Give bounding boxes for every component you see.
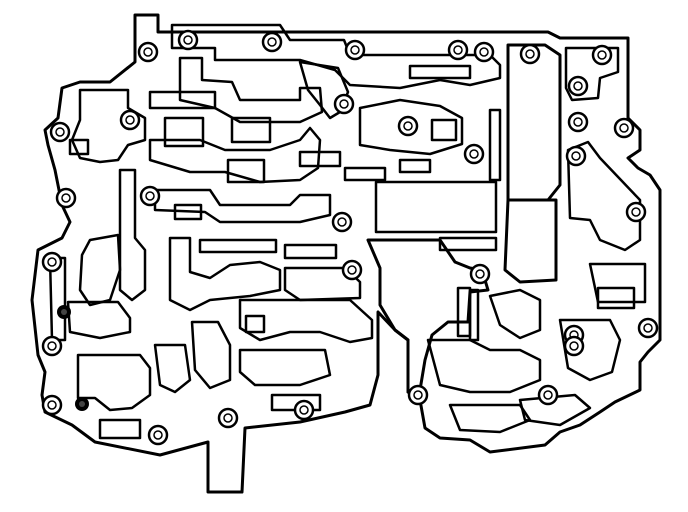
lower-left-channel-2 [98, 418, 142, 440]
window-13 [343, 166, 387, 182]
bolt-hole [613, 117, 635, 139]
bolt-hole [177, 29, 199, 51]
center-channel-3 [283, 243, 338, 260]
bolt-hole [591, 44, 613, 66]
center-channel-5 [238, 298, 374, 344]
bolt-hole [567, 111, 589, 133]
bolt-hole [463, 143, 485, 165]
lower-left-channel-3 [153, 343, 192, 394]
lower-left-channel-1 [76, 353, 152, 412]
bolt-hole [41, 251, 63, 273]
center-channel-1 [168, 236, 282, 312]
bolt-hole [217, 407, 239, 429]
center-channel-7 [238, 348, 332, 387]
window-10 [430, 118, 458, 142]
window-12 [298, 150, 342, 168]
lower-right-channel-2 [448, 403, 532, 434]
window-3 [226, 158, 266, 184]
right-passage-d [488, 288, 542, 340]
left-channel-5 [153, 188, 332, 224]
gasket-outline [30, 13, 662, 494]
upper-channel-2 [178, 56, 324, 124]
bolt-hole [119, 109, 141, 131]
right-passage-a [564, 46, 620, 102]
check-ball-layer [57, 305, 89, 411]
upper-channel-4 [408, 64, 472, 80]
bolt-hole [41, 335, 63, 357]
check-ball [75, 397, 89, 411]
lower-right-channel-1 [426, 338, 542, 394]
upper-channel-6 [488, 108, 502, 182]
bolt-hole [139, 185, 161, 207]
bolt-hole [567, 75, 589, 97]
center-cavity [366, 238, 490, 394]
bolt-hole [41, 394, 63, 416]
bolt-hole [637, 317, 659, 339]
left-channel-1 [70, 88, 147, 164]
window-6 [173, 203, 203, 221]
bolt-hole [55, 187, 77, 209]
left-channel-3 [118, 168, 147, 302]
center-channel-6 [190, 320, 232, 390]
bolt-hole [293, 399, 315, 421]
window-1 [163, 116, 205, 148]
bolt-hole [537, 384, 559, 406]
bolt-hole [333, 93, 355, 115]
window-5 [438, 236, 498, 252]
bolt-hole [341, 259, 363, 281]
left-channel-2 [148, 90, 217, 110]
center-channel-2 [198, 238, 278, 254]
bolt-hole-layer [41, 29, 659, 446]
bolt-hole [469, 263, 491, 285]
bolt-hole [49, 121, 71, 143]
lower-right-channel-3 [558, 318, 622, 382]
left-channel-4 [148, 126, 322, 184]
window-2 [230, 116, 272, 144]
bolt-hole [519, 43, 541, 65]
bolt-hole [331, 211, 353, 233]
check-ball [57, 305, 71, 319]
window-9 [596, 286, 636, 310]
right-channel-lower [503, 198, 558, 284]
upper-channel-5 [358, 98, 464, 156]
bolt-hole [397, 115, 419, 137]
right-passage-c [588, 262, 647, 304]
bolt-hole [147, 424, 169, 446]
bolt-hole [407, 384, 429, 406]
bolt-hole [565, 145, 587, 167]
window-7 [244, 314, 266, 334]
window-8 [456, 286, 472, 338]
window-11 [68, 138, 90, 156]
upper-channel-3 [298, 60, 350, 120]
right-passage-b [566, 140, 642, 252]
center-channel-8 [270, 393, 322, 412]
window-4 [374, 180, 498, 234]
bolt-hole [137, 41, 159, 63]
bolt-hole [261, 31, 283, 53]
left-channel-8 [66, 300, 132, 340]
bolt-hole [344, 39, 366, 61]
window-14 [398, 158, 432, 174]
lower-right-channel-4 [518, 393, 592, 427]
bolt-hole [563, 335, 585, 357]
upper-channel-1 [170, 23, 502, 90]
bolt-hole [625, 201, 647, 223]
right-channel-upper [506, 43, 562, 202]
bolt-hole [473, 41, 495, 63]
bolt-hole [447, 39, 469, 61]
left-channel-6 [78, 233, 122, 307]
